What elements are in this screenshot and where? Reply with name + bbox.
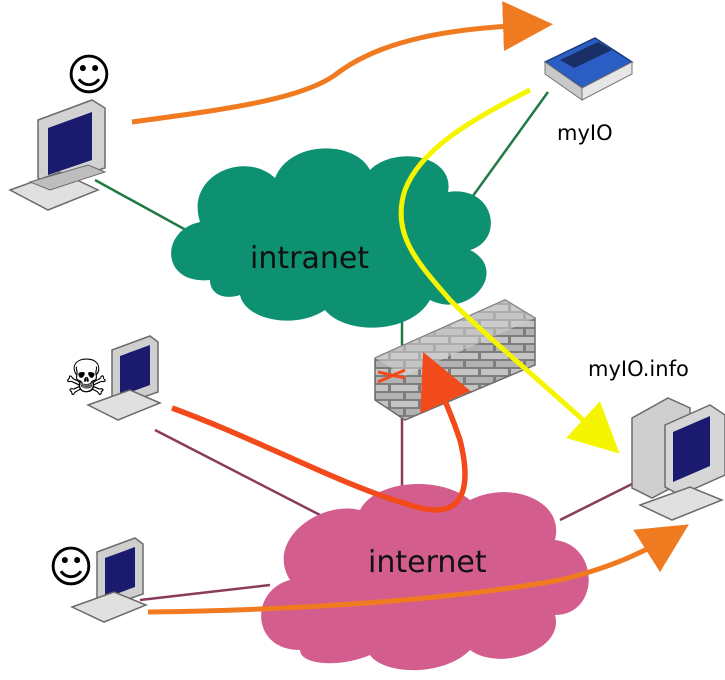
attacker-laptop-base bbox=[86, 389, 162, 421]
user-to-myio-flow bbox=[131, 1, 553, 125]
laptop-user: ☺ bbox=[48, 537, 148, 623]
intranet-cloud-shape bbox=[171, 148, 491, 328]
intranet-cloud: intranet bbox=[171, 148, 491, 328]
link-pc-intranet bbox=[94, 178, 196, 237]
user-laptop-base bbox=[70, 591, 148, 623]
link-server-internet bbox=[559, 478, 641, 522]
desktop-pc-user: ☺ bbox=[8, 50, 112, 211]
intranet-label: intranet bbox=[250, 241, 369, 276]
pc-base bbox=[28, 164, 107, 191]
smiley-icon: ☺ bbox=[48, 542, 94, 593]
router-panel-stripe bbox=[560, 42, 612, 68]
blocked-mark-icon bbox=[377, 368, 406, 384]
attacker-laptop-display bbox=[120, 345, 150, 396]
skull-icon: ☠ bbox=[64, 349, 109, 407]
internet-cloud-shape bbox=[261, 483, 589, 671]
myio-info-label: myIO.info bbox=[588, 357, 689, 381]
pc-screen bbox=[48, 112, 92, 175]
internet-label: internet bbox=[368, 545, 487, 580]
myio-info-server: myIO.info bbox=[588, 357, 725, 521]
myio-router: myIO bbox=[543, 37, 634, 145]
firewall-top bbox=[375, 300, 535, 376]
internet-cloud: internet bbox=[261, 483, 589, 671]
smiley-icon: ☺ bbox=[66, 50, 112, 101]
traffic-flows bbox=[131, 1, 689, 615]
user-to-server-flow bbox=[147, 524, 689, 615]
link-router-intranet bbox=[468, 91, 550, 201]
laptop-attacker: ☠ bbox=[64, 335, 162, 421]
server-keyboard bbox=[638, 486, 725, 521]
server-screen bbox=[673, 416, 710, 482]
link-laptop1-internet bbox=[154, 428, 321, 517]
secure-tunnel-flow bbox=[398, 87, 620, 454]
router-front bbox=[581, 61, 633, 101]
attack-flow bbox=[171, 351, 471, 513]
link-laptop2-internet bbox=[139, 583, 271, 602]
myio-label: myIO bbox=[557, 121, 613, 145]
user-laptop-display bbox=[105, 547, 135, 598]
network-links bbox=[94, 91, 641, 602]
